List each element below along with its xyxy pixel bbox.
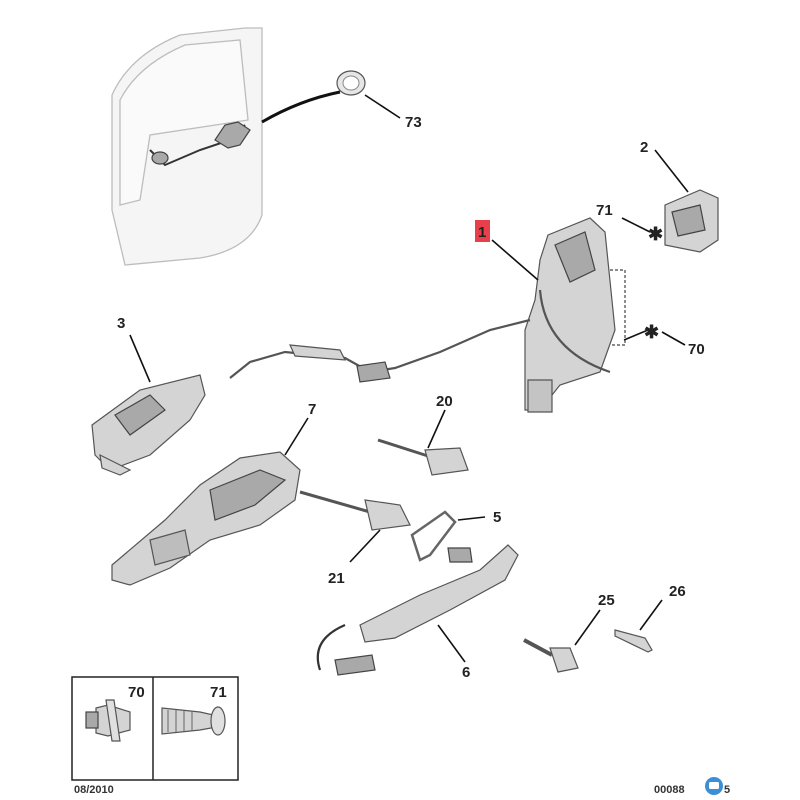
fastener-box: 70 71 bbox=[71, 676, 239, 781]
part-2-striker bbox=[664, 189, 719, 253]
release-cable bbox=[229, 289, 611, 383]
badge-icon bbox=[705, 777, 723, 795]
footer-ref-suffix: 5 bbox=[724, 784, 730, 796]
screw-71-icon bbox=[161, 706, 226, 736]
callout-73: 73 bbox=[405, 114, 422, 131]
part-21-cylinder-assembly bbox=[299, 490, 411, 531]
callout-20: 20 bbox=[436, 393, 453, 410]
fastener-label-71: 71 bbox=[210, 684, 227, 701]
screw-marker-70: ✱ bbox=[644, 322, 659, 342]
callout-1-highlight bbox=[475, 220, 490, 242]
screw-marker-71: ✱ bbox=[648, 224, 663, 244]
part-25-key bbox=[523, 638, 579, 673]
callout-5: 5 bbox=[493, 509, 501, 526]
callout-3: 3 bbox=[117, 315, 125, 332]
part-3-lock-actuator bbox=[91, 374, 206, 476]
door-outline bbox=[111, 27, 263, 266]
callout-6: 6 bbox=[462, 664, 470, 681]
callout-2: 2 bbox=[640, 139, 648, 156]
part-7-handle-frame bbox=[111, 451, 301, 586]
callout-26: 26 bbox=[669, 583, 686, 600]
fastener-label-70: 70 bbox=[128, 684, 145, 701]
part-20-lock-cylinder bbox=[377, 438, 469, 476]
callout-7: 7 bbox=[308, 401, 316, 418]
callout-1: 1 bbox=[478, 224, 486, 241]
callout-25: 25 bbox=[598, 592, 615, 609]
part-1-door-lock bbox=[524, 217, 626, 413]
callout-71: 71 bbox=[596, 202, 613, 219]
part-73-grommet bbox=[336, 70, 366, 96]
footer-ref: 00088 bbox=[654, 784, 685, 796]
part-5-gasket bbox=[410, 510, 457, 562]
footer-date: 08/2010 bbox=[74, 784, 114, 796]
callout-21: 21 bbox=[328, 570, 345, 587]
bolt-70-icon bbox=[85, 699, 131, 742]
part-6-outer-handle bbox=[316, 544, 519, 676]
part-26-key-blank bbox=[614, 629, 653, 653]
callout-70: 70 bbox=[688, 341, 705, 358]
